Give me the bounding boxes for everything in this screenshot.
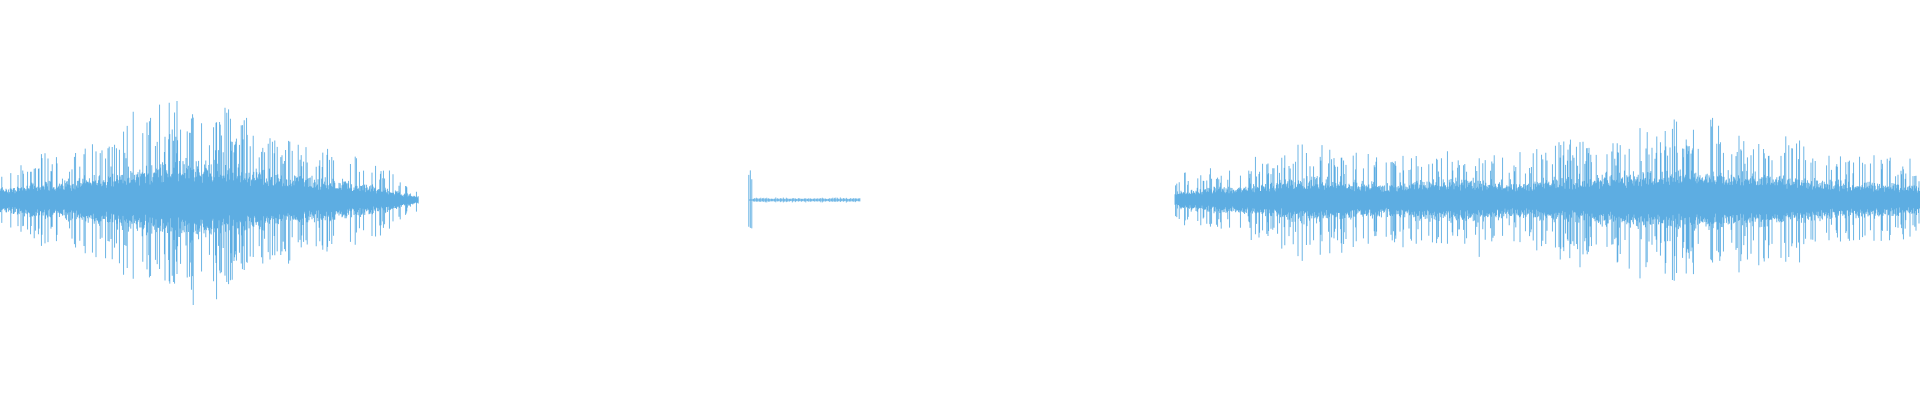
segment-2-trace	[748, 170, 861, 229]
segment-3-trace	[1174, 117, 1920, 281]
segment-1	[0, 101, 419, 305]
segment-3	[1174, 117, 1920, 281]
segment-2	[748, 170, 861, 229]
segment-1-trace	[0, 101, 419, 305]
waveform-lines	[0, 101, 1920, 305]
